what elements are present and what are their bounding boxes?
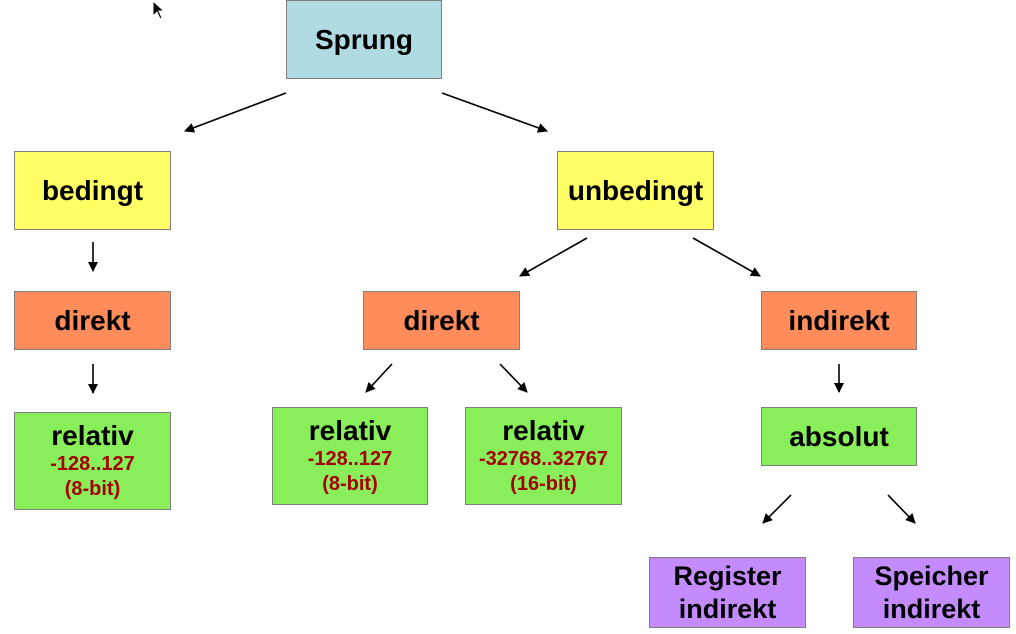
arrow-absolut-to-speicher bbox=[887, 494, 916, 524]
node-unbedingt-direkt: direkt bbox=[363, 291, 520, 350]
arrow-direkt-to-relativ-8 bbox=[365, 363, 393, 393]
node-direkt-relativ-8-range: -128..127 bbox=[307, 448, 393, 470]
node-bedingt: bedingt bbox=[14, 151, 171, 230]
node-direkt-relativ-16-range: -32768..32767 bbox=[478, 448, 608, 470]
node-absolut-label: absolut bbox=[789, 420, 889, 452]
node-direkt-relativ-8: relativ -128..127 (8-bit) bbox=[272, 407, 428, 505]
node-unbedingt: unbedingt bbox=[557, 151, 714, 230]
node-indirekt-label: indirekt bbox=[788, 304, 890, 336]
node-register-indirekt: Register indirekt bbox=[649, 557, 806, 628]
arrow-unbedingt-to-direkt bbox=[519, 237, 588, 277]
node-bedingt-relativ-range: -128..127 bbox=[50, 453, 135, 475]
node-bedingt-label: bedingt bbox=[41, 174, 144, 206]
node-bedingt-direkt: direkt bbox=[14, 291, 171, 350]
node-register-indirekt-line2: indirekt bbox=[678, 593, 777, 624]
node-direkt-relativ-8-label: relativ bbox=[308, 415, 392, 446]
node-indirekt: indirekt bbox=[761, 291, 917, 350]
node-bedingt-direkt-label: direkt bbox=[54, 304, 131, 336]
arrow-sprung-to-bedingt bbox=[184, 92, 287, 133]
node-direkt-relativ-16-label: relativ bbox=[502, 415, 585, 446]
node-bedingt-relativ-width: (8-bit) bbox=[64, 478, 121, 500]
node-speicher-indirekt-line1: Speicher bbox=[874, 560, 989, 591]
node-speicher-indirekt-line2: indirekt bbox=[882, 593, 981, 624]
node-sprung-label: Sprung bbox=[315, 23, 413, 55]
node-direkt-relativ-8-width: (8-bit) bbox=[322, 473, 378, 495]
node-unbedingt-direkt-label: direkt bbox=[403, 304, 480, 336]
node-direkt-relativ-16: relativ -32768..32767 (16-bit) bbox=[465, 407, 622, 505]
arrow-sprung-to-unbedingt bbox=[441, 92, 548, 133]
node-absolut: absolut bbox=[761, 407, 917, 466]
node-bedingt-relativ: relativ -128..127 (8-bit) bbox=[14, 412, 171, 510]
node-bedingt-relativ-label: relativ bbox=[51, 420, 134, 451]
arrow-direkt-to-relativ-16 bbox=[499, 363, 528, 393]
node-sprung: Sprung bbox=[286, 0, 442, 79]
arrow-unbedingt-to-indirekt bbox=[692, 237, 761, 277]
node-register-indirekt-line1: Register bbox=[673, 560, 782, 591]
arrow-absolut-to-register bbox=[762, 494, 792, 524]
node-speicher-indirekt: Speicher indirekt bbox=[853, 557, 1010, 628]
node-unbedingt-label: unbedingt bbox=[567, 174, 704, 206]
node-direkt-relativ-16-width: (16-bit) bbox=[510, 473, 577, 495]
mouse-pointer-icon bbox=[152, 0, 166, 20]
